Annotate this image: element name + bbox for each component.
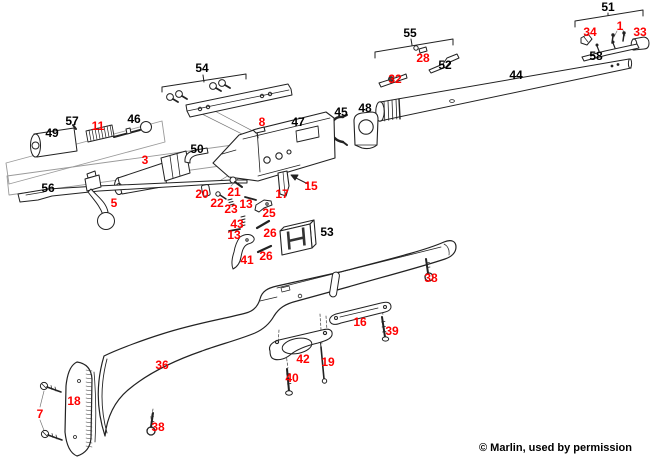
trigger-parts-drawing	[200, 176, 273, 270]
barrel-drawing	[375, 58, 633, 122]
buttplate-18-drawing	[64, 361, 97, 457]
arrow-15	[290, 174, 309, 185]
copyright-notice: © Marlin, used by permission	[479, 442, 632, 454]
bracket-51	[574, 9, 644, 28]
middle-sight-assembly-drawing	[378, 45, 460, 88]
stock-36-drawing	[97, 240, 457, 437]
receiver-47-drawing	[212, 111, 336, 197]
magazine-53-drawing	[279, 219, 317, 256]
bolt-assembly-drawing	[17, 121, 248, 230]
bracket-55	[374, 38, 454, 59]
rear-sight-assembly-drawing	[580, 31, 650, 62]
guide-plate-16-drawing	[329, 301, 392, 325]
screws-drawing	[39, 258, 434, 441]
bracket-54	[161, 73, 247, 93]
barrel-bracket-48-drawing	[353, 111, 379, 150]
trigger-guard-42-drawing	[268, 328, 333, 361]
dashed-lines	[150, 138, 428, 420]
scope-mount-54-drawing	[166, 79, 293, 118]
